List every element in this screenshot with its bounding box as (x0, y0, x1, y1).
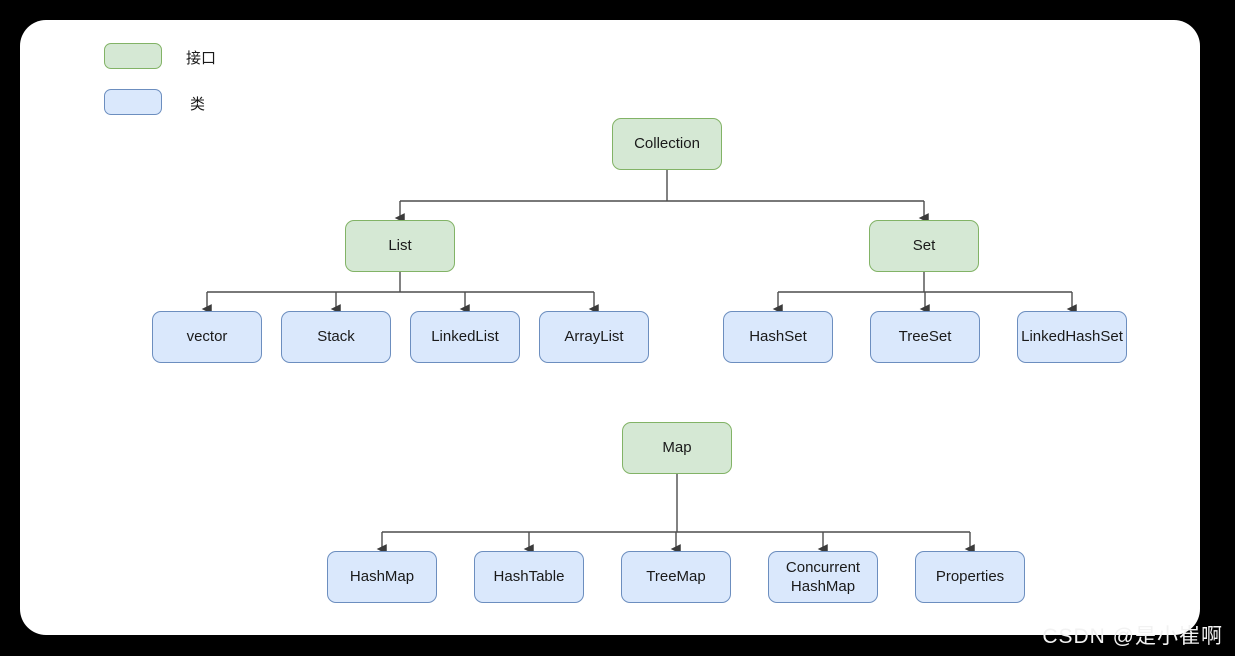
node-label: LinkedList (431, 328, 499, 346)
node-hashmap[interactable]: HashMap (327, 551, 437, 603)
node-label: Concurrent HashMap (785, 558, 861, 595)
node-collection[interactable]: Collection (612, 118, 722, 170)
node-label: ArrayList (564, 328, 624, 346)
legend-label-class: 类 (190, 96, 206, 113)
node-label: Map (662, 439, 692, 457)
node-stack[interactable]: Stack (281, 311, 391, 363)
watermark: CSDN @是小崔啊 (1042, 625, 1223, 648)
node-label: Properties (935, 568, 1005, 586)
node-treemap[interactable]: TreeMap (621, 551, 731, 603)
node-label: LinkedHashSet (1021, 328, 1123, 346)
node-arraylist[interactable]: ArrayList (539, 311, 649, 363)
node-vector[interactable]: vector (152, 311, 262, 363)
node-label: TreeMap (646, 568, 706, 586)
node-label: HashSet (749, 328, 807, 346)
node-label: TreeSet (898, 328, 952, 346)
node-label: HashMap (349, 568, 415, 586)
node-label: Set (912, 237, 936, 255)
node-map[interactable]: Map (622, 422, 732, 474)
node-concurrenthashmap[interactable]: Concurrent HashMap (768, 551, 878, 603)
node-linkedhashset[interactable]: LinkedHashSet (1017, 311, 1127, 363)
node-linkedlist[interactable]: LinkedList (410, 311, 520, 363)
node-treeset[interactable]: TreeSet (870, 311, 980, 363)
node-label: HashTable (493, 568, 565, 586)
node-properties[interactable]: Properties (915, 551, 1025, 603)
legend-label-interface: 接口 (186, 50, 217, 67)
node-label: Stack (317, 328, 355, 346)
node-label: vector (186, 328, 228, 346)
node-list[interactable]: List (345, 220, 455, 272)
node-hashset[interactable]: HashSet (723, 311, 833, 363)
node-set[interactable]: Set (869, 220, 979, 272)
legend-swatch-interface (104, 43, 162, 69)
node-label: List (388, 237, 412, 255)
legend-swatch-class (104, 89, 162, 115)
node-hashtable[interactable]: HashTable (474, 551, 584, 603)
node-label: Collection (634, 135, 700, 153)
